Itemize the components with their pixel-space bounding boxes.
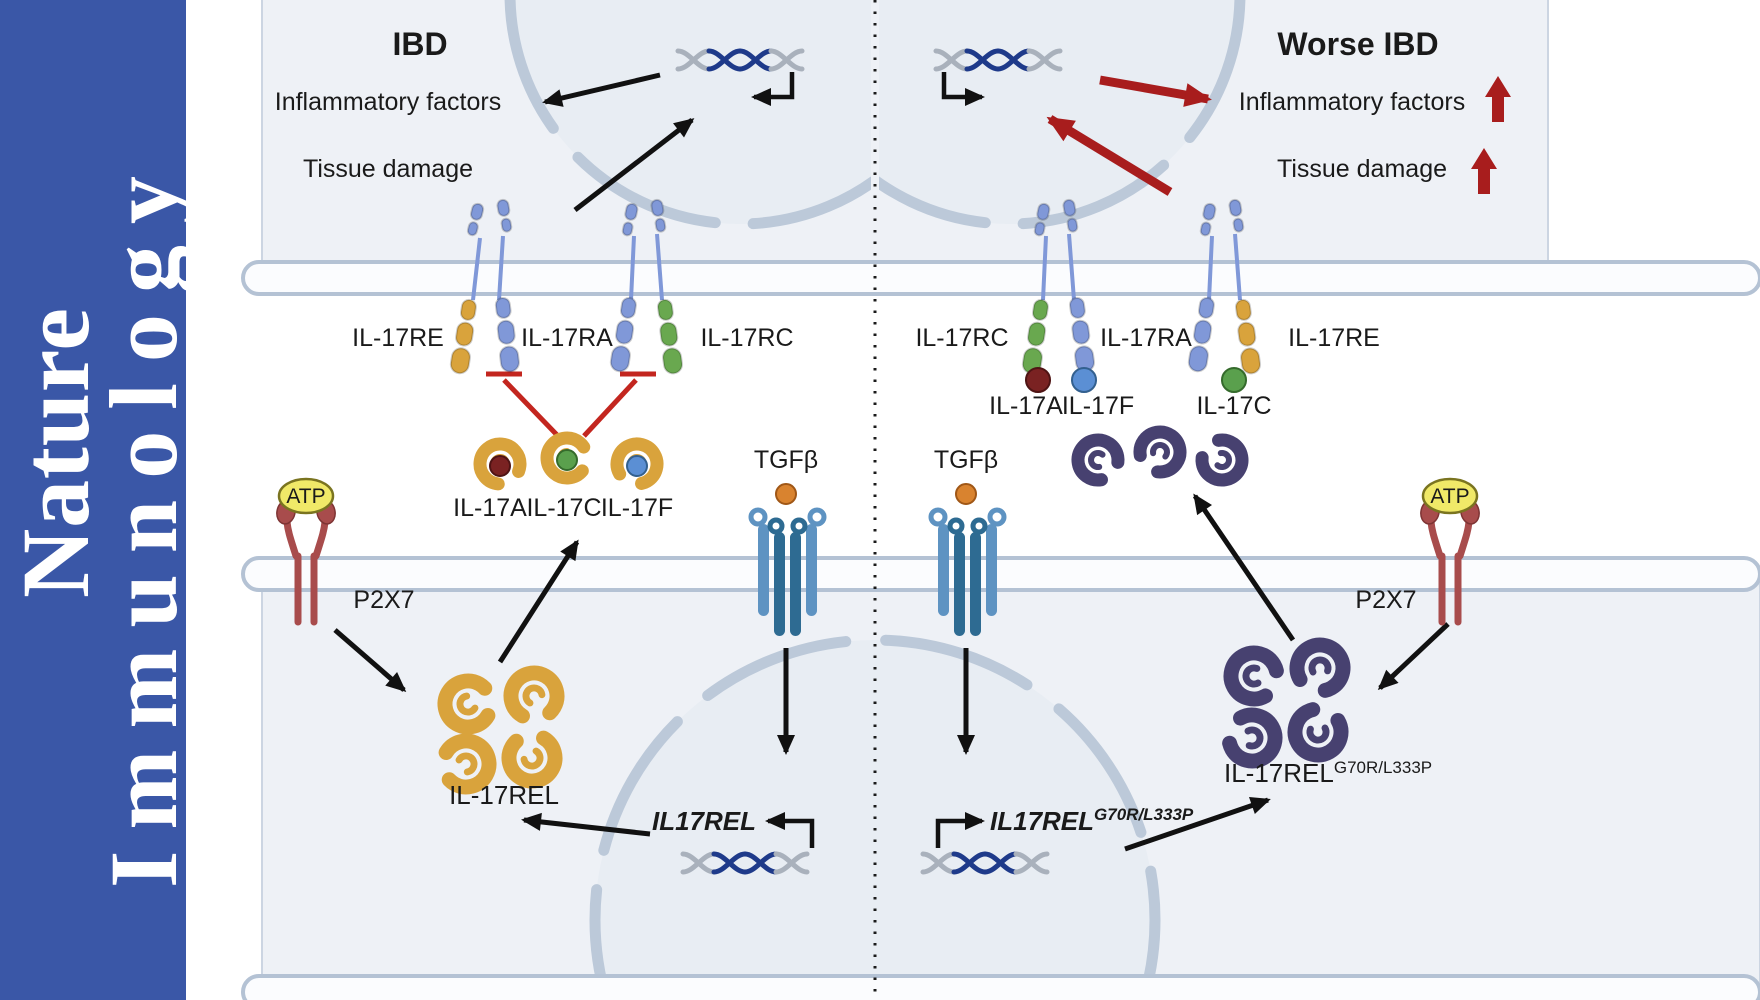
inhibit-line-right — [582, 378, 638, 438]
inflammatory-factors-left: Inflammatory factors — [275, 88, 501, 116]
label-il17rc-left: IL-17RC — [700, 324, 793, 352]
label-tgfb-right: TGFβ — [934, 446, 998, 474]
il17a-dot — [1025, 367, 1051, 393]
il17f-dot — [1071, 367, 1097, 393]
cytokines-left — [478, 430, 664, 491]
dna-top-right-icon — [936, 51, 1060, 106]
tgfb-ligand-dot — [775, 483, 797, 505]
journal-name-line2: Immunology — [90, 176, 197, 888]
atp-label-left: ATP — [286, 485, 325, 508]
label-il17ra-right: IL-17RA — [1100, 324, 1192, 352]
label-il17f-left: IL-17F — [601, 494, 673, 522]
bottom-cell-membrane — [241, 556, 1760, 592]
transcription-arrow-top-left — [751, 72, 795, 106]
label-p2x7-left: P2X7 — [353, 586, 414, 614]
arrow-il17rel-to-cytokines-right — [1192, 493, 1296, 642]
label-il17f-right: IL-17F — [1062, 392, 1134, 420]
receptor-complex-rc-ra-right — [1020, 198, 1097, 376]
label-tgfb-left: TGFβ — [754, 446, 818, 474]
label-il17a-right: IL-17A — [989, 392, 1063, 420]
cytokines-right — [1025, 367, 1247, 483]
title-worse-ibd: Worse IBD — [1277, 26, 1438, 62]
arrow-gene-to-il17rel-right — [1124, 796, 1271, 852]
label-il17c-right: IL-17C — [1196, 392, 1271, 420]
arrow-p2x7-to-il17rel-right — [1377, 622, 1450, 691]
il17a-core-dot — [489, 455, 511, 477]
arrow-p2x7-to-il17rel-left — [333, 628, 407, 692]
transcription-arrow-top-right — [941, 72, 985, 106]
arrow-nucleus-to-inflammatory-left — [542, 72, 661, 107]
gene-il17rel-mutant-label: IL17RELG70R/L333P — [990, 805, 1194, 836]
up-arrow-inflammatory-icon — [1485, 76, 1511, 122]
gene-il17rel-label: IL17REL — [652, 806, 756, 836]
inhibition-lines — [486, 371, 656, 438]
dna-bottom-right-icon — [923, 812, 1047, 872]
up-arrow-tissue-icon — [1471, 148, 1497, 194]
tgfb-receptor-left — [748, 483, 827, 636]
transcription-arrow-bottom-left — [765, 812, 815, 848]
tgfb-receptor-right — [928, 483, 1007, 636]
label-il17rel-left: IL-17REL — [449, 780, 559, 810]
arrow-receptor-to-nucleus-left — [573, 118, 695, 212]
atp-label-right: ATP — [1430, 485, 1469, 508]
label-p2x7-right: P2X7 — [1355, 586, 1416, 614]
dna-bottom-left-icon — [683, 812, 815, 872]
title-ibd: IBD — [392, 26, 447, 62]
receptor-complex-re-ra-left — [448, 198, 521, 376]
inflammatory-factors-right: Inflammatory factors — [1239, 88, 1465, 116]
journal-name-line1: Nature — [2, 308, 109, 598]
label-il17c-left: IL-17C — [526, 494, 601, 522]
receptor-complex-ra-re-right — [1186, 198, 1263, 376]
arrow-il17rel-to-cytokines-left — [497, 539, 580, 664]
label-il17a-left: IL-17A — [453, 494, 527, 522]
label-il17rc-right: IL-17RC — [915, 324, 1008, 352]
atp-molecule — [277, 477, 335, 515]
black-arrows — [333, 72, 1450, 852]
arrow-nucleus-to-inflammatory-right — [1099, 75, 1212, 107]
bottom-cell-basal-membrane — [241, 974, 1760, 1000]
label-il17ra-left: IL-17RA — [521, 324, 613, 352]
tissue-damage-right: Tissue damage — [1277, 155, 1447, 183]
label-il17rel-mutant-right: IL-17RELG70R/L333P — [1224, 758, 1432, 788]
tissue-damage-left: Tissue damage — [303, 155, 473, 183]
label-il17re-right: IL-17RE — [1288, 324, 1380, 352]
nucleus-top-right — [879, 0, 1246, 230]
transcription-arrow-bottom-right — [935, 812, 985, 848]
p2x7-receptor-left: ATP — [276, 477, 336, 626]
dna-top-left-icon — [678, 51, 802, 106]
red-arrows — [1046, 75, 1212, 196]
arrow-gene-to-il17rel-left — [521, 812, 651, 837]
tgfb-ligand-dot — [955, 483, 977, 505]
inhibit-line-left — [502, 378, 560, 438]
il17f-core-dot — [626, 455, 648, 477]
il17c-core-dot — [556, 449, 578, 471]
arrow-receptor-to-nucleus-right — [1046, 115, 1173, 196]
top-cell-membrane — [241, 260, 1760, 296]
receptor-complex-ra-rc-left — [608, 198, 685, 376]
il17c-dot — [1221, 367, 1247, 393]
sidebar-band — [0, 0, 186, 1000]
nucleus-bottom — [589, 634, 1161, 1000]
journal-sidebar: Nature Immunology — [0, 0, 197, 1000]
p2x7-receptor-right: ATP — [1420, 477, 1480, 626]
label-il17re-left: IL-17RE — [352, 324, 444, 352]
atp-molecule — [1421, 477, 1479, 515]
